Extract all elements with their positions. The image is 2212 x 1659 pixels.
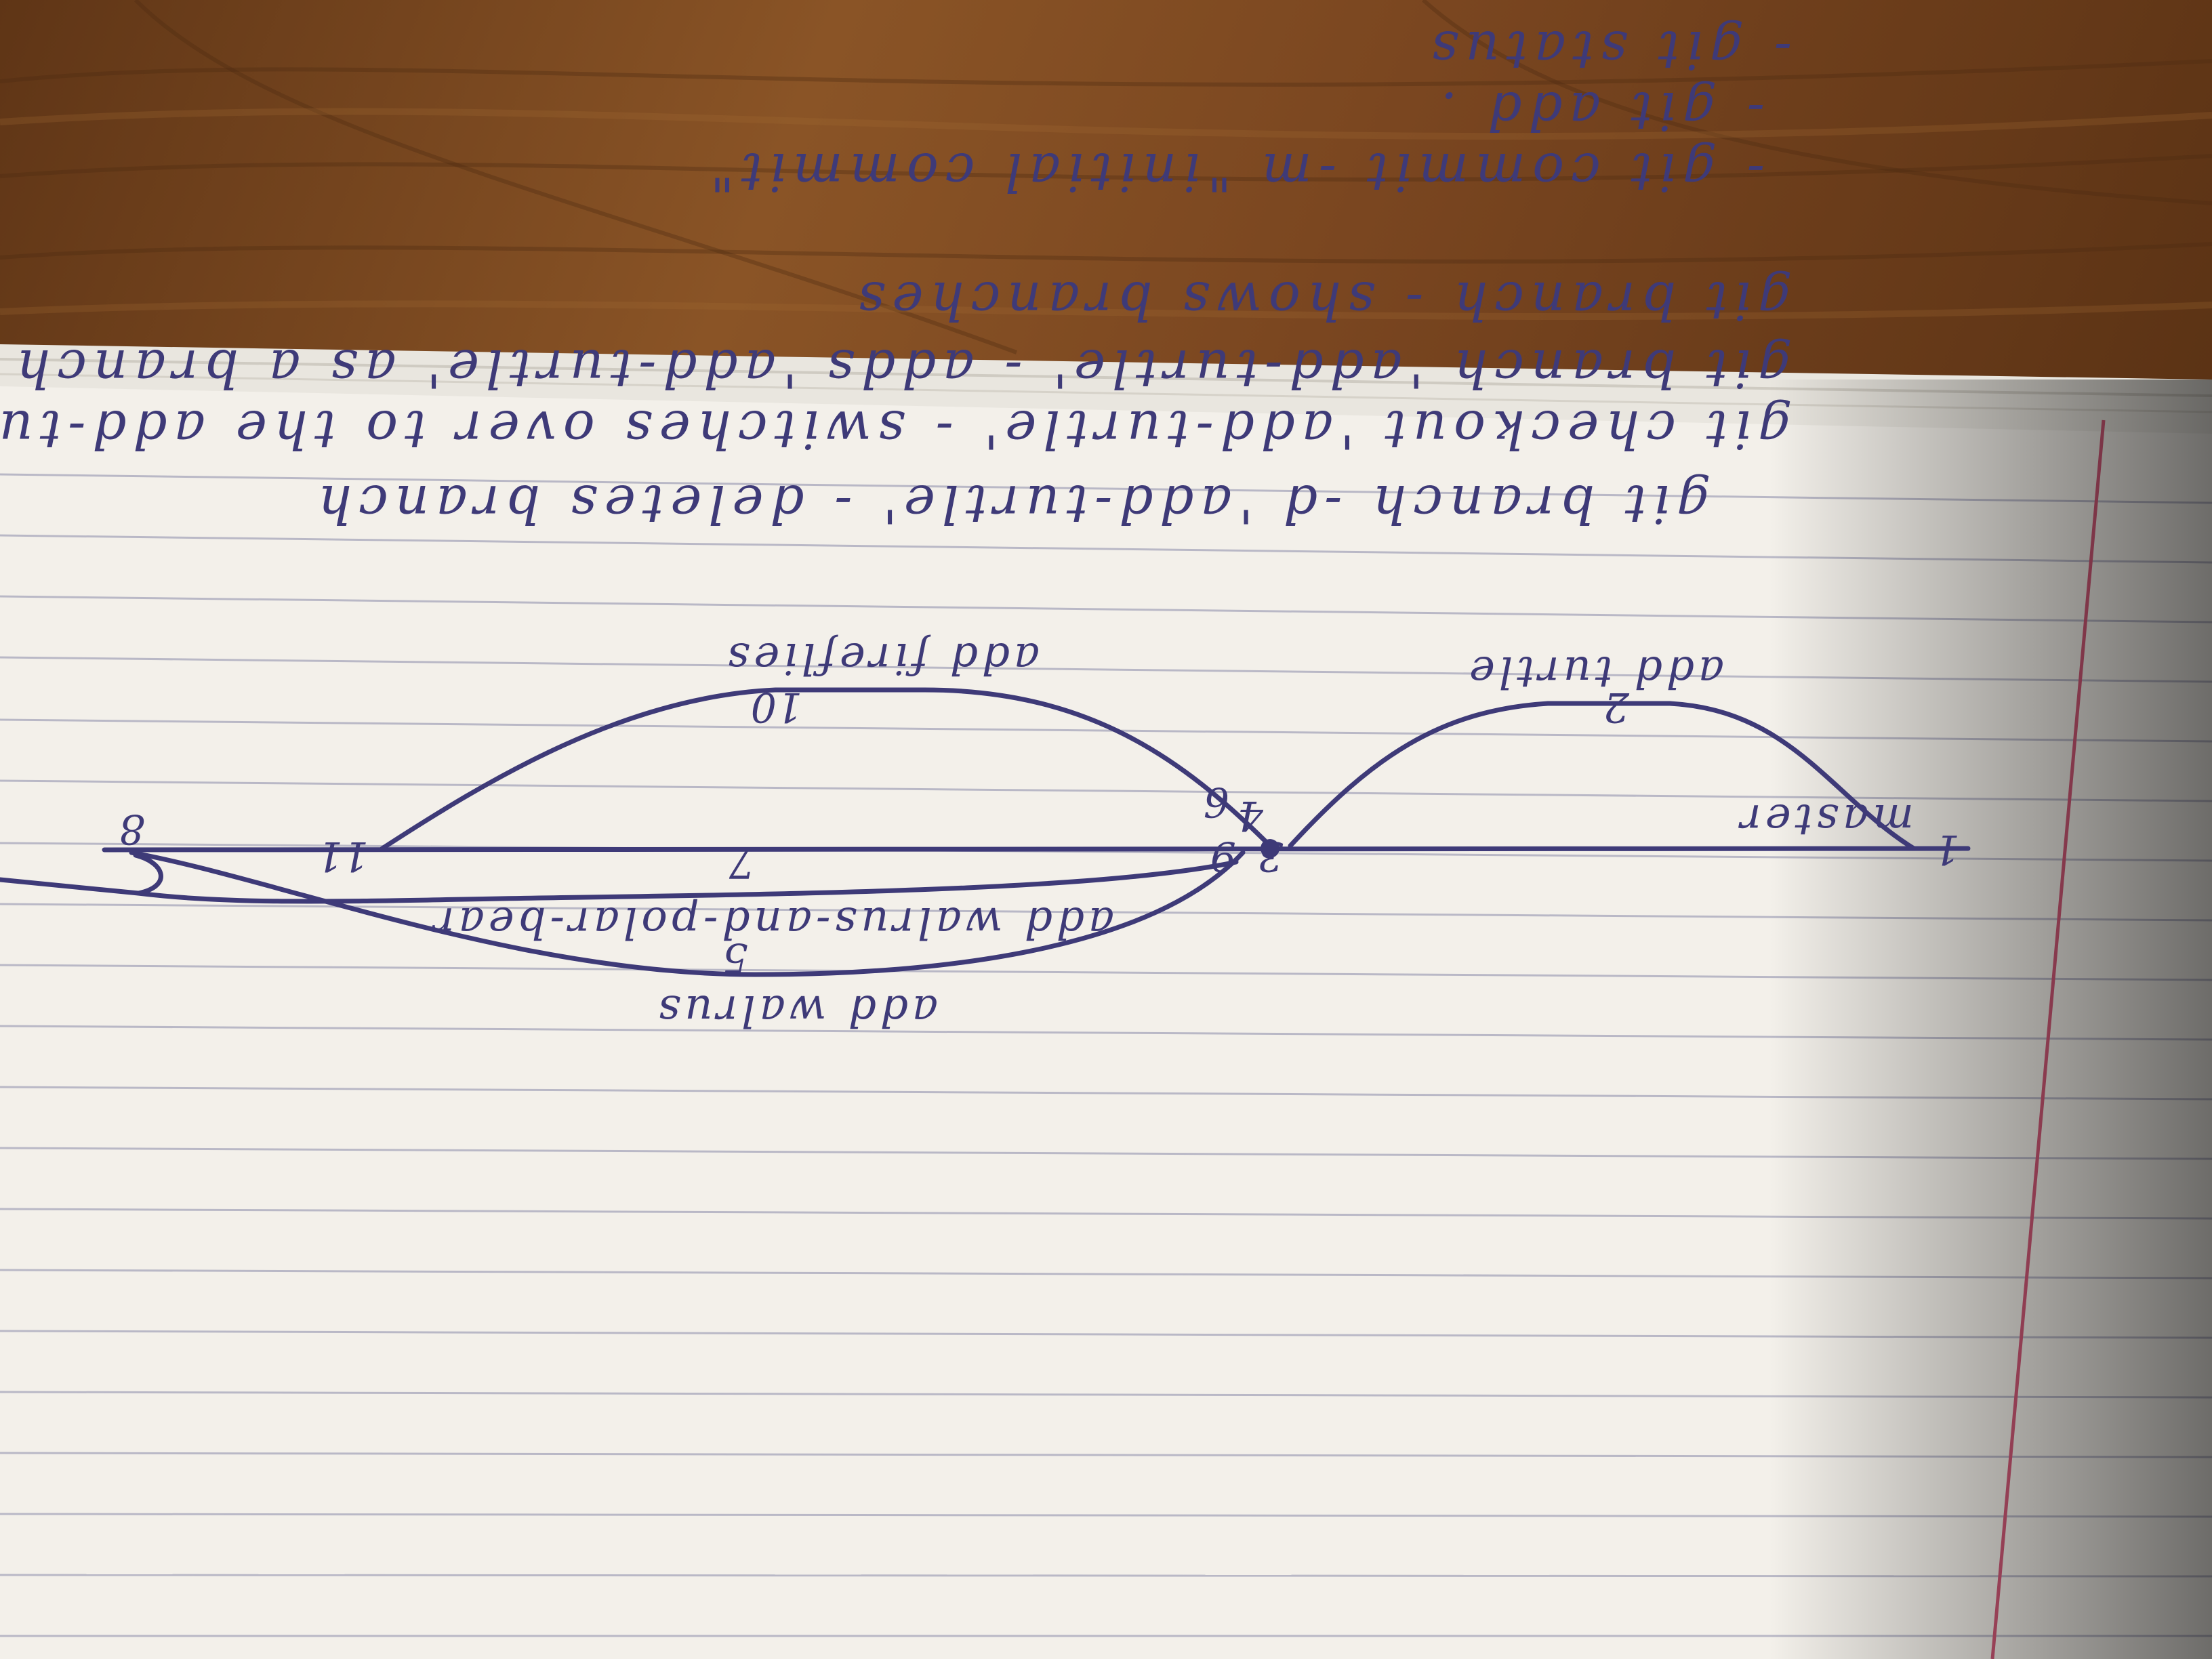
fireflies-branch-line — [380, 687, 1273, 851]
note-line-7: git branch -d 'add-turtle' - deletes bra… — [310, 473, 1711, 534]
note-line-5: git branch 'add-turtle' - adds 'add-turt… — [9, 337, 1792, 398]
turtle-branch-label: add turtle — [1465, 647, 1724, 697]
master-label: master — [1736, 794, 1914, 844]
merge-dot — [1261, 839, 1279, 858]
commit-11: 11 — [316, 832, 369, 880]
note-line-2: - git add . — [1433, 80, 1765, 141]
commit-4: 4 — [1237, 792, 1263, 839]
note-line-6: git checkout 'add-turtle' - switches ove… — [0, 398, 1792, 459]
commit-5: 5 — [722, 934, 748, 981]
commit-2: 2 — [1603, 683, 1629, 731]
fireflies-branch-label: add fireflies — [723, 633, 1040, 683]
note-line-3: - git commit -m "initial commit" — [703, 141, 1765, 202]
commit-10: 10 — [750, 683, 802, 731]
commit-8: 8 — [119, 805, 145, 853]
note-line-4: git branch - shows branches — [851, 270, 1792, 331]
commit-6: 6 — [1203, 778, 1229, 825]
walrus-branch-label: add walrus — [654, 985, 939, 1036]
walrus-polar-bear-branch-line — [0, 859, 1239, 904]
walrus-branch-line — [129, 850, 1246, 977]
note-line-1: - git status — [1425, 19, 1792, 80]
master-trunk-line — [102, 846, 1971, 853]
commit-7: 7 — [729, 839, 755, 886]
commit-3: 3 — [1257, 832, 1284, 880]
commit-1: 1 — [1933, 825, 1960, 873]
walrus-polar-bear-branch-label: add walrus-and-polar-bear — [429, 897, 1114, 947]
commit-9: 9 — [1210, 832, 1236, 880]
turtle-branch-line — [1288, 701, 1917, 851]
merge-point-8 — [133, 853, 163, 896]
